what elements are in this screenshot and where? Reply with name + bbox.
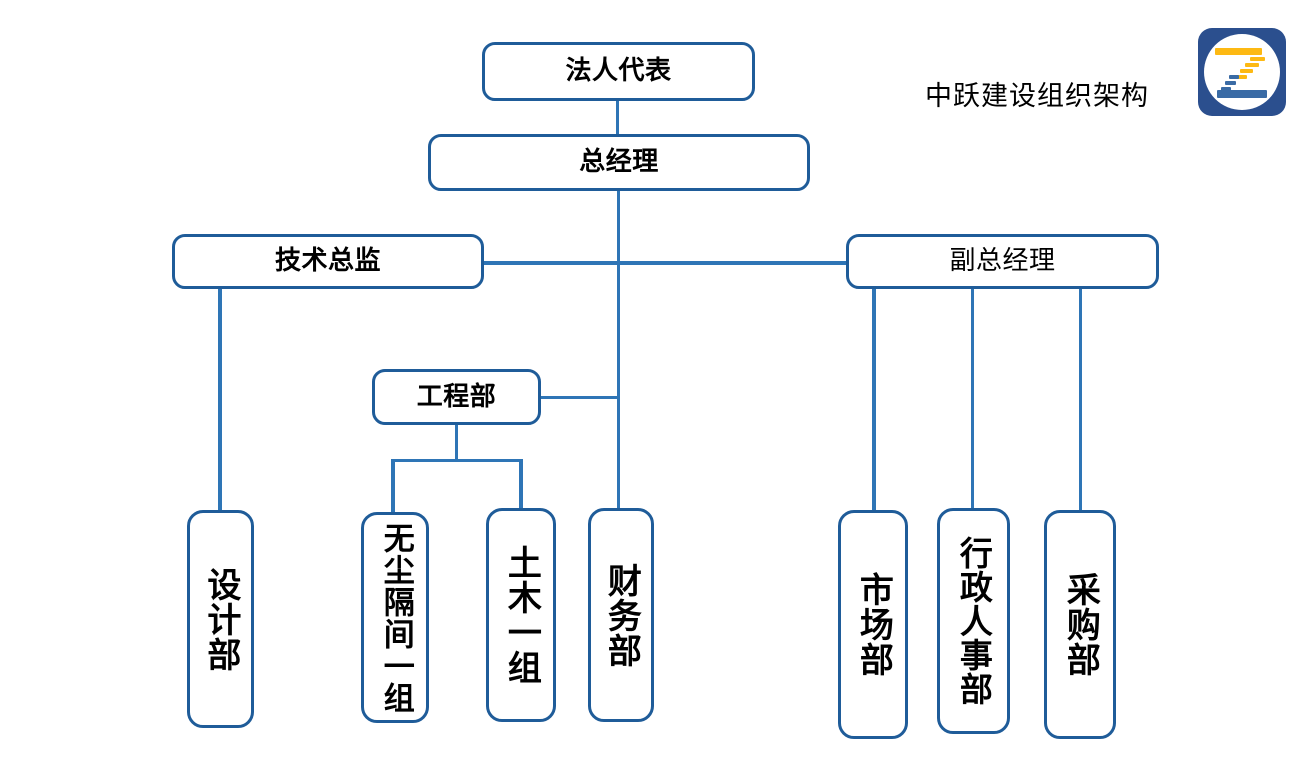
company-logo (1198, 28, 1286, 116)
node-label: 市场部 (853, 572, 894, 677)
node-design-department[interactable]: 设计部 (187, 510, 254, 728)
edge-bus-level2 (222, 261, 847, 265)
logo-step-7 (1221, 87, 1231, 91)
edge-eng-splitbar (391, 459, 523, 462)
logo-step-5 (1229, 75, 1239, 79)
node-legal-representative[interactable]: 法人代表 (482, 42, 755, 101)
logo-step-2 (1245, 63, 1259, 67)
edge-eng-stub (455, 424, 458, 462)
edge-gm-eng (541, 396, 619, 399)
edge-dgm-marketing (872, 288, 876, 510)
node-label: 法人代表 (565, 56, 672, 87)
node-label: 无尘隔间一组 (377, 521, 414, 714)
node-label: 技术总监 (274, 246, 381, 277)
logo-bar-top (1215, 48, 1262, 55)
edge-cto-design (218, 288, 222, 510)
node-marketing-department[interactable]: 市场部 (838, 510, 908, 739)
node-civil-group-one[interactable]: 土木一组 (486, 508, 556, 722)
node-label: 土木一组 (501, 545, 542, 685)
logo-step-1 (1250, 57, 1265, 61)
edge-legal-gm (616, 100, 619, 134)
node-cleanroom-group-one[interactable]: 无尘隔间一组 (361, 512, 429, 723)
node-label: 设计部 (200, 566, 241, 672)
node-label: 总经理 (579, 147, 659, 178)
node-general-manager[interactable]: 总经理 (428, 134, 810, 191)
node-label: 采购部 (1060, 572, 1101, 677)
node-label: 副总经理 (949, 246, 1056, 277)
node-engineering-department[interactable]: 工程部 (372, 369, 541, 425)
node-admin-hr-department[interactable]: 行政人事部 (937, 508, 1010, 734)
node-label: 财务部 (601, 562, 642, 668)
edge-gm-trunk (617, 190, 620, 508)
edge-dgm-hr (971, 288, 974, 510)
edge-dgm-purchase (1079, 288, 1082, 510)
node-purchasing-department[interactable]: 采购部 (1044, 510, 1116, 739)
node-label: 行政人事部 (954, 536, 994, 706)
logo-bar-bottom (1217, 90, 1267, 98)
edge-eng-civil (519, 459, 523, 508)
logo-step-3 (1240, 69, 1253, 73)
node-deputy-general-manager[interactable]: 副总经理 (846, 234, 1159, 289)
node-label: 工程部 (416, 381, 497, 412)
logo-step-4 (1235, 75, 1247, 79)
edge-eng-cleanroom (391, 459, 395, 512)
node-technical-director[interactable]: 技术总监 (172, 234, 484, 289)
node-finance-department[interactable]: 财务部 (588, 508, 654, 722)
page-title: 中跃建设组织架构 (925, 81, 1149, 112)
logo-step-6 (1225, 81, 1236, 85)
